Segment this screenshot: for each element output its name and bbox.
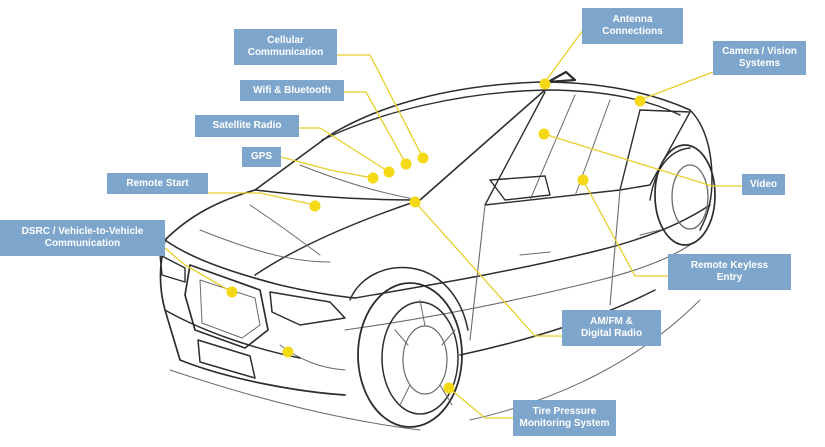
- keyless-marker: [577, 174, 589, 186]
- wifi-marker: [400, 158, 412, 170]
- remote-start-marker: [309, 200, 321, 212]
- label-gps: GPS: [242, 147, 281, 167]
- bumper-marker: [282, 346, 294, 358]
- label-video: Video: [742, 174, 785, 195]
- label-am-fm-digital-radio: AM/FM & Digital Radio: [562, 310, 661, 346]
- amfm-marker: [409, 196, 421, 208]
- tpms-marker: [443, 382, 455, 394]
- gps-marker: [367, 172, 379, 184]
- label-antenna-connections: Antenna Connections: [582, 8, 683, 44]
- label-wifi-bluetooth: Wifi & Bluetooth: [240, 80, 344, 101]
- label-cellular-communication: Cellular Communication: [234, 29, 337, 65]
- satellite-marker: [383, 166, 395, 178]
- label-remote-start: Remote Start: [107, 173, 208, 194]
- leader-lines: [164, 29, 742, 419]
- label-dsrc-v2v: DSRC / Vehicle-to-Vehicle Communication: [0, 220, 165, 256]
- dsrc-marker: [226, 286, 238, 298]
- cellular-marker: [417, 152, 429, 164]
- component-markers: [226, 78, 646, 394]
- label-remote-keyless-entry: Remote Keyless Entry: [668, 254, 791, 290]
- label-tire-pressure-monitoring: Tire Pressure Monitoring System: [513, 400, 616, 436]
- label-camera-vision-systems: Camera / Vision Systems: [713, 41, 806, 75]
- antenna-marker: [539, 78, 551, 90]
- label-satellite-radio: Satellite Radio: [195, 115, 299, 137]
- video-marker: [538, 128, 550, 140]
- camera-marker: [634, 95, 646, 107]
